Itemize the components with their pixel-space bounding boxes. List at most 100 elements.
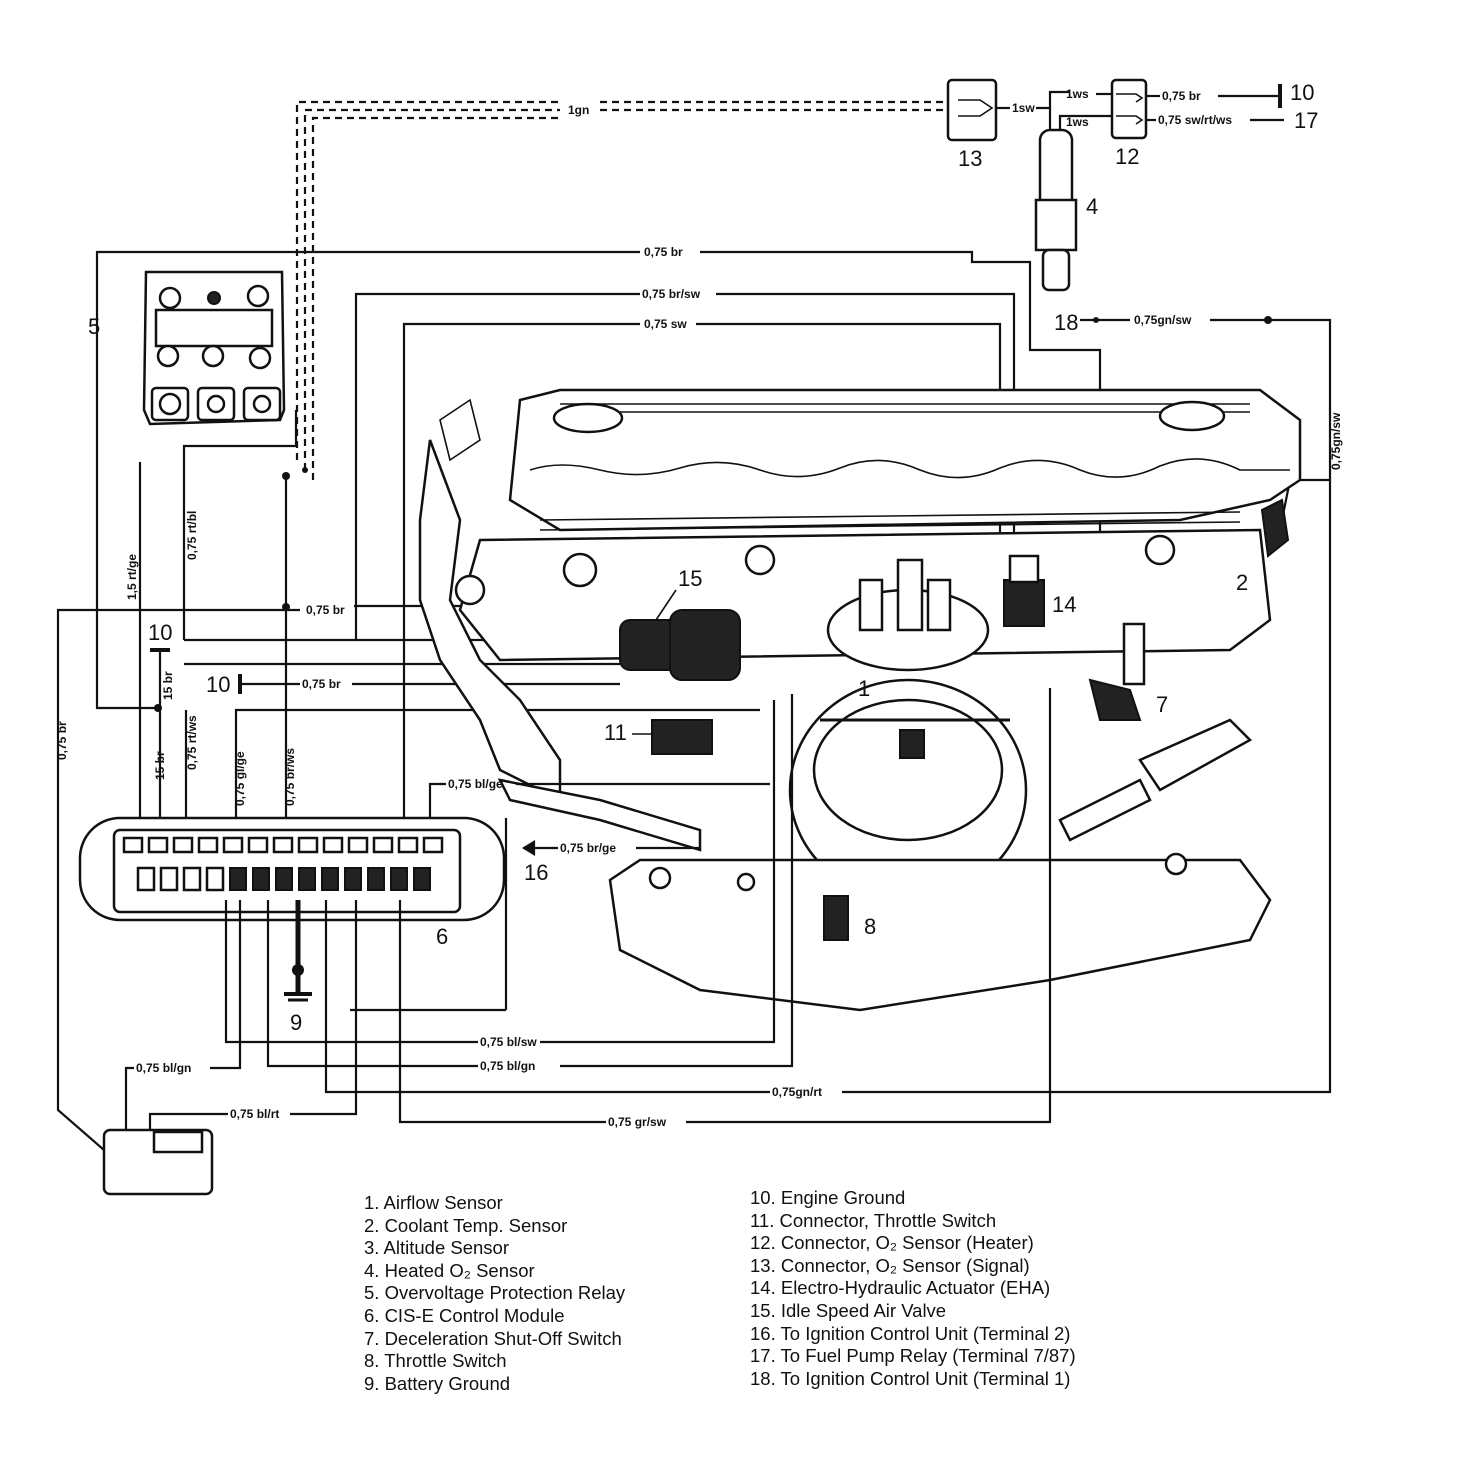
callout-11: 11 [604, 720, 627, 745]
overvoltage-relay-5 [142, 270, 286, 426]
legend-item: 7. Deceleration Shut-Off Switch [364, 1327, 622, 1349]
module-pin [182, 866, 202, 892]
callout-14: 14 [1052, 592, 1076, 617]
legend-item: 9. Battery Ground [364, 1372, 511, 1394]
o2-sensor-4: 4 [1034, 108, 1098, 292]
module-pin [147, 836, 169, 854]
module-pin [372, 836, 394, 854]
legend-item: 3. Altitude Sensor [364, 1237, 510, 1259]
wire-label-075brge: 0,75 br/ge [560, 841, 616, 855]
module-pin [390, 867, 408, 891]
callout-13: 13 [958, 146, 982, 171]
legend-item: 2. Coolant Temp. Sensor [364, 1214, 568, 1236]
wire-label-075gnrt: 0,75gn/rt [772, 1085, 822, 1099]
wire-label-075br-gnd: 0,75 br [302, 677, 341, 691]
module-pin [252, 867, 270, 891]
legend-item: 14. Electro-Hydraulic Actuator (EHA) [750, 1277, 1051, 1299]
wire-label-075gnsw: 0,75gn/sw [1134, 313, 1192, 327]
altitude-sensor-3 [102, 1128, 214, 1196]
callout-17-top: 17 [1294, 108, 1318, 133]
module-pin [222, 836, 244, 854]
callout-9: 9 [290, 1010, 302, 1035]
callout-8: 8 [864, 914, 876, 939]
wire-label-1sw: 1sw [1012, 101, 1035, 115]
wire-label-075blgn-a: 0,75 bl/gn [480, 1059, 535, 1073]
legend-item: 6. CIS-E Control Module [364, 1304, 565, 1326]
module-pin [172, 836, 194, 854]
battery-ground-9: 9 [284, 900, 312, 1035]
wire-label-15br-b: 15 br [153, 751, 167, 780]
wire-label-075br-long: 0,75 br [644, 245, 683, 259]
wire-label-075sw: 0,75 sw [644, 317, 687, 331]
callout-7: 7 [1156, 692, 1168, 717]
wire-label-1ws-b: 1ws [1066, 115, 1089, 129]
callout-1: 1 [858, 676, 870, 701]
callout-10-left: 10 [148, 620, 172, 645]
module-pin [272, 836, 294, 854]
callout-5: 5 [88, 314, 100, 339]
callout-10-mid: 10 [206, 672, 230, 697]
wire-label-075grsw: 0,75 gr/sw [608, 1115, 667, 1129]
module-pin [322, 836, 344, 854]
callout-18: 18 [1054, 310, 1078, 335]
wire-label-075swrtws: 0,75 sw/rt/ws [1158, 113, 1232, 127]
callout-4: 4 [1086, 194, 1098, 219]
module-pin [422, 836, 444, 854]
module-pin [413, 867, 431, 891]
module-pin [297, 836, 319, 854]
wire-label-075blgn-b: 0,75 bl/gn [136, 1061, 191, 1075]
wire-label-15br-v: 15 br [161, 671, 175, 700]
engine-illustration: 1 8 15 14 2 7 11 [418, 388, 1302, 1012]
legend-item: 10. Engine Ground [750, 1187, 906, 1208]
wire-label-15rtge: 1,5 rt/ge [125, 554, 139, 600]
module-pin [298, 867, 316, 891]
module-pin [397, 836, 419, 854]
module-pin [347, 836, 369, 854]
module-pin [205, 866, 225, 892]
callout-12: 12 [1115, 144, 1139, 169]
callout-2: 2 [1236, 570, 1248, 595]
wire-label-075glge: 0,75 gl/ge [233, 751, 247, 806]
wire-label-1ws-a: 1ws [1066, 87, 1089, 101]
wire-label-075blge: 0,75 bl/ge [448, 777, 503, 791]
legend-item: 4. Heated O₂ Sensor [364, 1259, 535, 1281]
wire-1gn: 1gn [295, 100, 960, 480]
cis-e-control-module-6: 6 [78, 816, 506, 949]
module-pin [247, 836, 269, 854]
wire-label-075br-left: 0,75 br [55, 721, 69, 760]
callout-16: 16 [524, 860, 548, 885]
wire-label-075brws: 0,75 br/ws [283, 748, 297, 806]
module-pin [122, 836, 144, 854]
wire-label-075brsw: 0,75 br/sw [642, 287, 701, 301]
module-pin [136, 866, 156, 892]
legend-item: 13. Connector, O₂ Sensor (Signal) [750, 1254, 1030, 1276]
wire-label-075blrt: 0,75 bl/rt [230, 1107, 279, 1121]
callout-15: 15 [678, 566, 702, 591]
module-pin [321, 867, 339, 891]
legend-item: 8. Throttle Switch [364, 1350, 507, 1372]
connector-12: 12 [1110, 78, 1148, 169]
legend-item: 16. To Ignition Control Unit (Terminal 2… [750, 1322, 1071, 1344]
callout-6: 6 [436, 924, 448, 949]
module-pin [197, 836, 219, 854]
wire-label-075rtws: 0,75 rt/ws [185, 715, 199, 770]
connector-13: 1sw 13 [946, 78, 1070, 171]
wire-label-075br-mid: 0,75 br [306, 603, 345, 617]
wire-label-075blsw: 0,75 bl/sw [480, 1035, 537, 1049]
legend-item: 18. To Ignition Control Unit (Terminal 1… [750, 1367, 1071, 1389]
legend-item: 12. Connector, O₂ Sensor (Heater) [750, 1232, 1034, 1254]
module-pin [275, 867, 293, 891]
wire-label-1gn: 1gn [568, 103, 589, 117]
legend-item: 15. Idle Speed Air Valve [750, 1299, 947, 1321]
module-pin [367, 867, 385, 891]
module-pin [344, 867, 362, 891]
module-pin [159, 866, 179, 892]
legend-left: 1. Airflow Sensor 2. Coolant Temp. Senso… [364, 1192, 625, 1395]
legend-item: 1. Airflow Sensor [364, 1192, 503, 1213]
legend-item: 11. Connector, Throttle Switch [750, 1209, 997, 1231]
legend-item: 17. To Fuel Pump Relay (Terminal 7/87) [750, 1345, 1076, 1367]
wire-label-075br-top: 0,75 br [1162, 89, 1201, 103]
legend-item: 5. Overvoltage Protection Relay [364, 1282, 626, 1304]
wire-label-075gnsw-v: 0,75gn/sw [1329, 412, 1343, 470]
